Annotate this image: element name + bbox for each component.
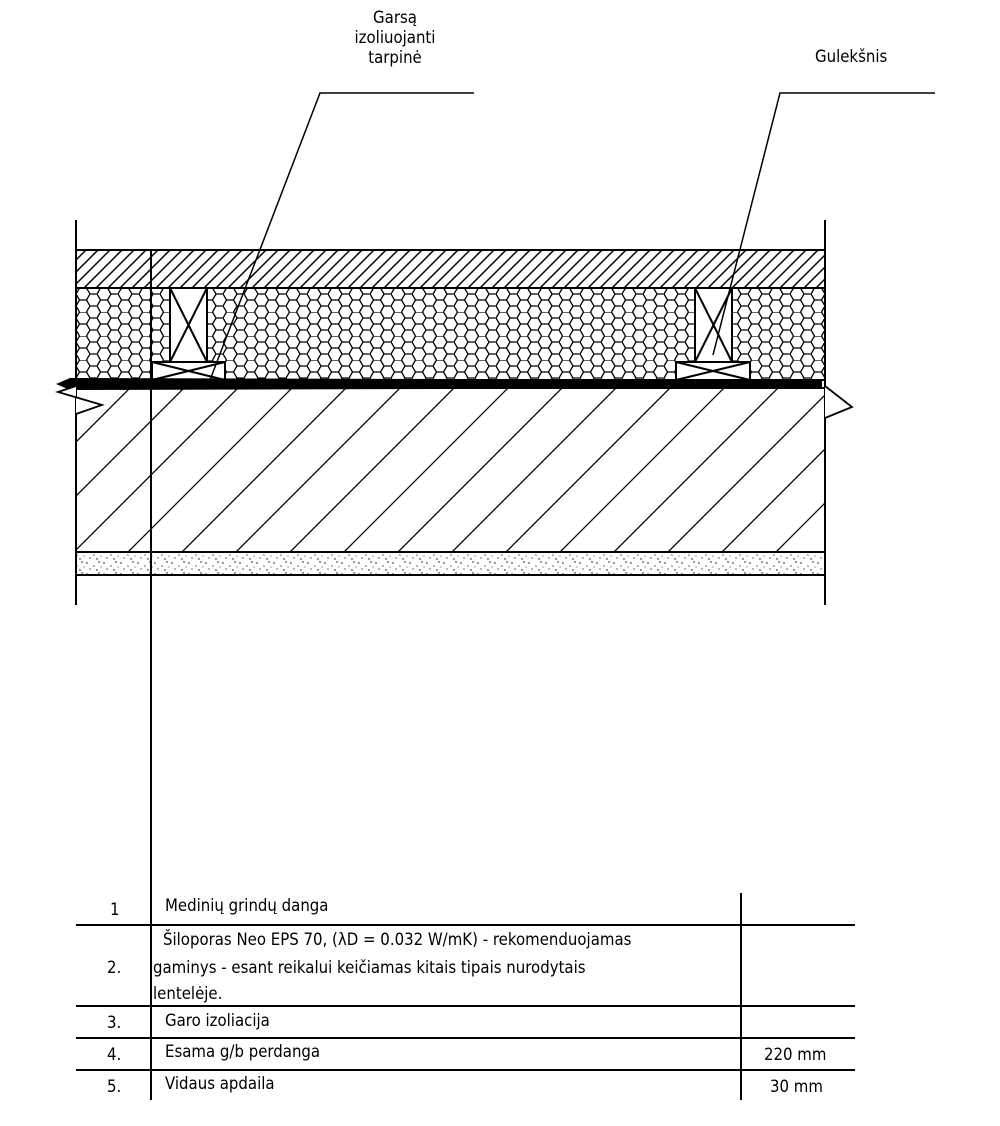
table-lines <box>76 250 855 1100</box>
row-2-desc-3: lentelėje. <box>153 984 223 1004</box>
label-line: Garsą <box>373 8 417 28</box>
row-3-desc: Garo izoliacija <box>165 1011 270 1031</box>
label-insulating-pad: Garsą izoliuojanti tarpinė <box>338 8 452 68</box>
row-1-desc: Medinių grindų danga <box>165 896 329 916</box>
joist-right <box>675 287 751 381</box>
break-lines <box>54 385 854 419</box>
interior-finish-layer <box>75 551 826 576</box>
row-2-desc-2: gaminys - esant reikalui keičiamas kitai… <box>153 958 586 978</box>
row-5-num: 5. <box>107 1077 122 1097</box>
row-2-desc-1: Šiloporas Neo EPS 70, (λD = 0.032 W/mK) … <box>163 930 632 950</box>
row-1-num: 1 <box>110 900 120 920</box>
row-2-num: 2. <box>107 958 122 978</box>
row-4-thickness: 220 mm <box>764 1045 827 1065</box>
leader-lines <box>209 92 935 381</box>
row-5-thickness: 30 mm <box>770 1077 823 1097</box>
wood-flooring-layer <box>75 249 826 289</box>
row-4-num: 4. <box>107 1045 122 1065</box>
joist-left <box>151 287 226 381</box>
concrete-slab-layer <box>75 387 826 553</box>
label-line: tarpinė <box>368 48 422 68</box>
row-5-desc: Vidaus apdaila <box>165 1074 275 1094</box>
row-4-desc: Esama g/b perdanga <box>165 1042 321 1062</box>
label-plate: Gulekšnis <box>815 47 888 67</box>
label-line: izoliuojanti <box>354 28 436 48</box>
row-3-num: 3. <box>107 1013 122 1033</box>
